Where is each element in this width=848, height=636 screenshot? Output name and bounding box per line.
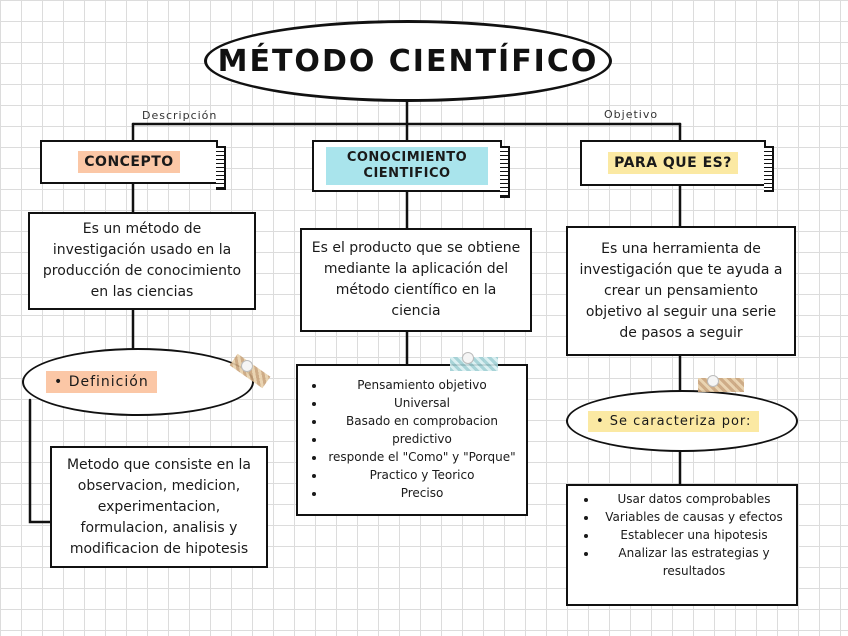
concepto-description: Es un método de investigación usado en l… <box>42 221 242 300</box>
objective-label: Objetivo <box>604 108 659 121</box>
list-item: Practico y Teorico <box>326 466 515 484</box>
conocimiento-header: CONOCIMIENTO CIENTIFICO <box>312 140 510 198</box>
paraque-description-box: Es una herramienta de investigación que … <box>566 226 796 356</box>
paraque-header: PARA QUE ES? <box>580 140 774 192</box>
list-item: Analizar las estrategias y resultados <box>598 544 788 580</box>
definicion-detail: Metodo que consiste en la observacion, m… <box>66 456 252 557</box>
conocimiento-description: Es el producto que se obtiene mediante l… <box>311 240 521 319</box>
definicion-detail-box: Metodo que consiste en la observacion, m… <box>50 446 268 568</box>
list-item: responde el "Como" y "Porque" <box>326 448 515 466</box>
conocimiento-header-label: CONOCIMIENTO CIENTIFICO <box>326 147 488 185</box>
caracteriza-oval: • Se caracteriza por: <box>566 390 798 452</box>
list-item: Pensamiento objetivo <box>326 376 515 394</box>
caracteriza-bullet-list: Usar datos comprobables Variables de cau… <box>576 490 788 580</box>
list-item: predictivo <box>326 430 515 448</box>
paraque-description: Es una herramienta de investigación que … <box>579 240 783 341</box>
definicion-tag: • Definición <box>46 371 157 393</box>
tape-decoration <box>698 378 744 392</box>
conocimiento-description-box: Es el producto que se obtiene mediante l… <box>300 228 532 332</box>
caracteriza-tag: • Se caracteriza por: <box>588 410 760 432</box>
title-pill: MÉTODO CIENTÍFICO <box>204 20 612 102</box>
caracteriza-bullets-box: Usar datos comprobables Variables de cau… <box>566 484 798 606</box>
list-item: Variables de causas y efectos <box>598 508 788 526</box>
conocimiento-bullet-list: Pensamiento objetivo Universal Basado en… <box>304 376 515 502</box>
tape-decoration <box>450 357 498 371</box>
list-item: Usar datos comprobables <box>598 490 788 508</box>
conocimiento-bullets-box: Pensamiento objetivo Universal Basado en… <box>296 364 528 516</box>
concepto-description-box: Es un método de investigación usado en l… <box>28 212 256 310</box>
concepto-header-label: CONCEPTO <box>78 151 180 173</box>
pin-decoration <box>707 375 719 387</box>
list-item: Basado en comprobacion <box>326 412 515 430</box>
list-item: Preciso <box>326 484 515 502</box>
definicion-to-detail-connector <box>28 398 52 524</box>
description-label: Descripción <box>142 109 218 122</box>
pin-decoration <box>241 360 253 372</box>
concepto-header: CONCEPTO <box>40 140 226 190</box>
list-item: Universal <box>326 394 515 412</box>
page-title: MÉTODO CIENTÍFICO <box>217 43 599 79</box>
pin-decoration <box>462 352 474 364</box>
paraque-header-label: PARA QUE ES? <box>608 152 738 174</box>
list-item: Establecer una hipotesis <box>598 526 788 544</box>
definicion-oval: • Definición <box>22 348 254 416</box>
